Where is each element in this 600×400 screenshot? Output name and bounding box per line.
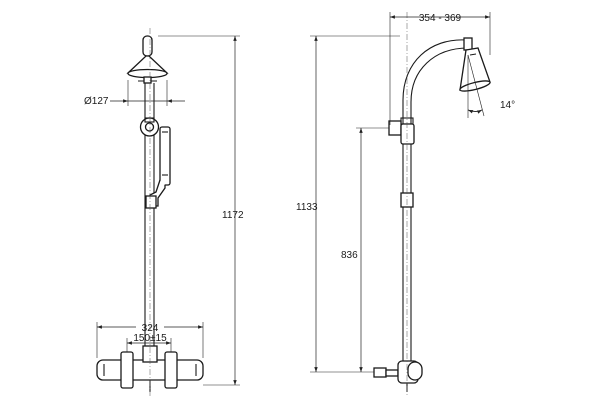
label-side-overall-height: 1133: [296, 202, 318, 213]
front-hand-shower: [145, 126, 171, 209]
dim-front-overall-height: [158, 35, 240, 386]
label-head-diameter: Ø127: [84, 96, 109, 107]
front-slider-holder: [139, 117, 160, 137]
label-inlet-centres: 150±15: [133, 333, 167, 344]
front-view: Ø127 1172 324 150±15: [84, 28, 244, 396]
label-head-tilt: 14°: [500, 100, 515, 111]
label-arm-reach: 354 - 369: [419, 13, 462, 24]
label-front-overall-height: 1172: [222, 210, 244, 221]
side-wall-bracket: [388, 120, 415, 145]
dim-inlet-centres: [126, 338, 172, 352]
label-valve-width: 324: [142, 323, 159, 334]
dim-head-diameter: [110, 80, 185, 106]
side-thermostatic-valve: [373, 360, 423, 392]
dim-side-overall-height: [310, 35, 400, 373]
dim-valve-width: [96, 322, 204, 358]
front-shower-head: [126, 35, 169, 84]
side-view: 14° 354 - 369: [296, 12, 515, 396]
side-shower-head: [459, 47, 491, 92]
label-bracket-height: 836: [341, 250, 358, 261]
dim-head-tilt: [467, 54, 485, 118]
dim-bracket-height: [356, 127, 389, 372]
dim-arm-reach: [389, 12, 491, 125]
